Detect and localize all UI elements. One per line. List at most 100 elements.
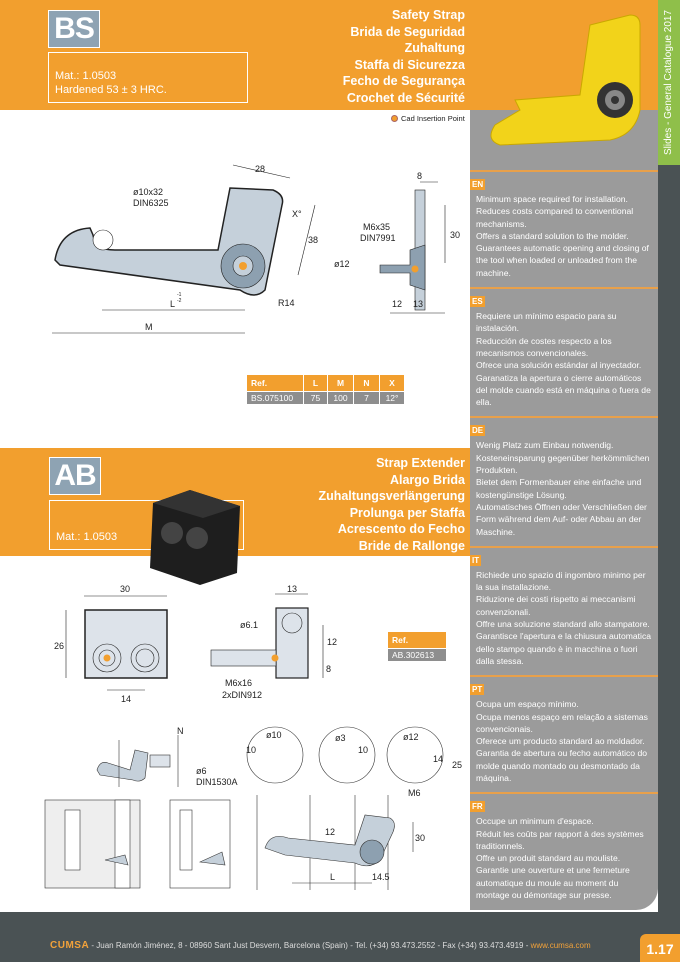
dim-26: 26 xyxy=(54,641,64,651)
description-pt: PT Ocupa um espaço mínimo. Ocupa menos es… xyxy=(470,675,658,792)
lang-tag: PT xyxy=(470,684,485,696)
strap-extender-photo xyxy=(150,490,240,585)
footer-brand: CUMSA xyxy=(50,940,90,951)
bs-ref-table: Ref. L M N X BS.075100 75 100 7 12° xyxy=(246,374,405,405)
side-strip xyxy=(658,0,680,962)
dim-M: M xyxy=(145,322,153,332)
dim-10a: 10 xyxy=(246,745,256,755)
bs-hardness: Hardened 53 ± 3 HRC. xyxy=(55,84,167,96)
table-header-row: Ref. xyxy=(388,632,446,648)
dim-28: 28 xyxy=(255,164,265,174)
col-M: M xyxy=(328,375,353,391)
description-text: Wenig Platz zum Einbau notwendig. Kosten… xyxy=(476,440,650,537)
ab-ref-table: Ref. AB.302613 xyxy=(387,631,447,662)
col-ref: Ref. xyxy=(247,375,303,391)
dim-38: 38 xyxy=(308,235,318,245)
label-pin: ø10x32 xyxy=(133,187,163,197)
table-row: BS.075100 75 100 7 12° xyxy=(247,392,404,404)
dim-30: 30 xyxy=(415,833,425,843)
cell-M: 100 xyxy=(328,392,353,404)
dim-d10: ø10 xyxy=(266,730,282,740)
cell-N: 7 xyxy=(354,392,379,404)
ab-material: Mat.: 1.0503 xyxy=(56,531,118,543)
label-screw-std: 2xDIN912 xyxy=(222,690,262,700)
bs-code-badge: BS xyxy=(48,10,100,48)
bs-header-band xyxy=(0,0,658,110)
description-it: IT Richiede uno spazio di ingombro minimo… xyxy=(470,545,658,675)
description-text: Requiere un mínimo espacio para su insta… xyxy=(476,311,651,408)
label-pin-std: DIN6325 xyxy=(133,198,169,208)
lang-tag: EN xyxy=(470,179,486,190)
description-text: Occupe un minimum d'espace. Réduit les c… xyxy=(476,816,644,901)
bs-title: Zuhaltung xyxy=(404,41,465,55)
col-ref: Ref. xyxy=(388,632,446,648)
label-screw: M6x16 xyxy=(225,678,252,688)
bs-title: Crochet de Sécurité xyxy=(346,90,465,105)
dim-d12: ø12 xyxy=(403,732,419,742)
bs-title: Safety Strap xyxy=(392,8,465,22)
side-tab: Slides - General Catalogue 2017 xyxy=(658,0,680,165)
cell-L: 75 xyxy=(304,392,327,404)
dim-13: 13 xyxy=(413,299,423,309)
dim-8: 8 xyxy=(417,171,422,181)
dim-14: 14 xyxy=(121,694,131,704)
bs-titles: Safety Strap Brida de Seguridad Zuhaltun… xyxy=(343,7,465,106)
ab-title: Acrescento do Fecho xyxy=(337,522,465,536)
footer-address: - Juan Ramón Jiménez, 8 - 08960 Sant Jus… xyxy=(89,941,531,950)
dim-25: 25 xyxy=(452,760,462,770)
bs-title: Staffa di Sicurezza xyxy=(354,57,465,72)
col-L: L xyxy=(304,375,327,391)
footer-text: CUMSA - Juan Ramón Jiménez, 8 - 08960 Sa… xyxy=(50,940,591,951)
dim-12: 12 xyxy=(392,299,402,309)
dim-10b: 10 xyxy=(358,745,368,755)
dim-d3: ø3 xyxy=(335,733,346,743)
ab-titles: Strap Extender Alargo Brida Zuhaltungsve… xyxy=(318,455,465,554)
cell-X: 12° xyxy=(380,392,404,404)
description-es: ES Requiere un mínimo espacio para su ins… xyxy=(470,287,658,416)
cad-point-icon xyxy=(391,115,398,122)
ab-title: Strap Extender xyxy=(376,456,465,470)
label-pin: ø6 xyxy=(196,766,207,776)
side-tab-label: Slides - General Catalogue 2017 xyxy=(663,9,674,156)
bs-material-box: Mat.: 1.0503 Hardened 53 ± 3 HRC. xyxy=(48,52,248,103)
dim-N: N xyxy=(177,726,184,736)
ab-material-box: Mat.: 1.0503 xyxy=(49,500,244,550)
label-screw-std: DIN7991 xyxy=(360,233,396,243)
dim-30: 30 xyxy=(120,584,130,594)
dim-8: 8 xyxy=(326,664,331,674)
lang-tag: FR xyxy=(470,801,485,813)
lang-tag: IT xyxy=(470,554,482,566)
lang-tag: ES xyxy=(470,296,485,308)
dim-L-tol-up: -1 xyxy=(177,292,182,298)
dim-r14: R14 xyxy=(278,298,295,308)
description-text: Minimum space required for installation.… xyxy=(476,194,649,278)
dim-14-5: 14.5 xyxy=(372,872,390,882)
col-X: X xyxy=(380,375,404,391)
dim-d6-1: ø6.1 xyxy=(240,620,258,630)
description-text: Ocupa um espaço mínimo. Ocupa menos espa… xyxy=(476,699,648,783)
ab-title: Bride de Rallonge xyxy=(358,538,465,553)
dim-14: 14 xyxy=(433,754,443,764)
table-row: AB.302613 xyxy=(388,649,446,661)
cell-ref: BS.075100 xyxy=(247,392,303,404)
ab-title: Prolunga per Staffa xyxy=(349,505,465,520)
col-N: N xyxy=(354,375,379,391)
bs-technical-drawing: 28 ø10x32 DIN6325 X° 38 L -1 -2 M R14 8 … xyxy=(52,164,460,334)
page-number: 1.17 xyxy=(640,934,680,962)
safety-strap-photo xyxy=(490,14,641,146)
cell-ref: AB.302613 xyxy=(388,649,446,661)
footer-website-link[interactable]: www.cumsa.com xyxy=(530,941,591,950)
bs-title: Fecho de Segurança xyxy=(342,74,465,88)
ab-title: Alargo Brida xyxy=(389,472,465,487)
description-panel: EN Minimum space required for installatio… xyxy=(470,170,658,910)
dim-13: 13 xyxy=(287,584,297,594)
description-fr: FR Occupe un minimum d'espace. Réduit les… xyxy=(470,792,658,909)
label-screw: M6x35 xyxy=(363,222,390,232)
ab-technical-drawing: 30 26 14 13 ø6.1 12 8 M6x16 2xDIN912 xyxy=(54,584,337,704)
cad-legend: Cad Insertion Point xyxy=(391,114,465,123)
description-text: Richiede uno spazio di ingombro minimo p… xyxy=(476,569,652,666)
description-en: EN Minimum space required for installatio… xyxy=(470,170,658,287)
installation-drawing: N ø6 DIN1530A ø10 10 ø3 10 ø12 14 25 M6 … xyxy=(44,726,462,890)
dim-x: X° xyxy=(292,209,302,219)
